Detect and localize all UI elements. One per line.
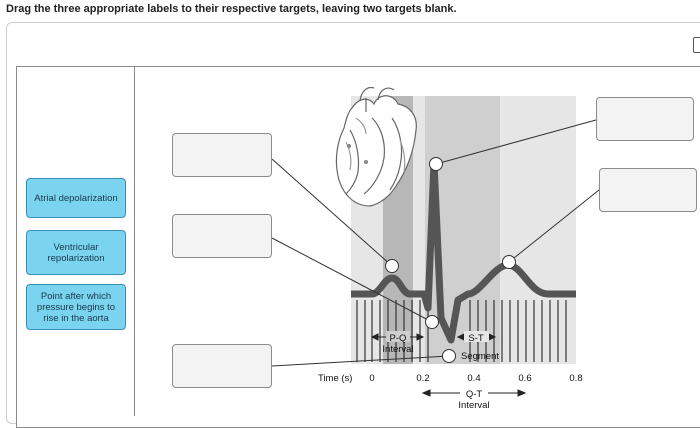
st-label-bg bbox=[464, 331, 489, 342]
tick-label: 0.4 bbox=[467, 373, 480, 384]
st-segment-label: Segment bbox=[461, 351, 499, 362]
leader-lines bbox=[271, 119, 600, 367]
point-q-wave bbox=[425, 315, 439, 329]
drop-target-1[interactable] bbox=[172, 133, 272, 177]
label-bank-divider bbox=[134, 66, 135, 416]
heart-illustration bbox=[335, 86, 417, 207]
drop-target-5[interactable] bbox=[599, 168, 697, 212]
time-axis-label: Time (s) bbox=[318, 373, 352, 384]
label-atrial-depolarization[interactable]: Atrial depolarization bbox=[26, 178, 126, 218]
drop-target-3[interactable] bbox=[172, 344, 272, 388]
label-ventricular-repolarization[interactable]: Ventricular repolarization bbox=[26, 230, 126, 275]
point-r-peak bbox=[429, 157, 443, 171]
tick-label: 0.8 bbox=[569, 373, 582, 384]
ecg-diagram: P-Q Interval S-T Segment Q-T Interval Ti… bbox=[271, 86, 600, 411]
qt-label: Q-T bbox=[466, 389, 483, 400]
tick-label: 0 bbox=[369, 373, 374, 384]
pq-label: P-Q bbox=[390, 333, 407, 344]
st-label: S-T bbox=[468, 333, 484, 344]
point-t-wave bbox=[502, 255, 516, 269]
qt-interval-label: Interval bbox=[458, 400, 489, 411]
instruction-text: Drag the three appropriate labels to the… bbox=[6, 3, 457, 15]
drop-target-4[interactable] bbox=[596, 97, 694, 141]
point-p-wave bbox=[385, 259, 399, 273]
panel-corner-button[interactable] bbox=[693, 37, 700, 53]
heart-conduction-nodes bbox=[347, 144, 368, 164]
pq-label-bg bbox=[386, 331, 410, 342]
tick-label: 0.6 bbox=[518, 373, 531, 384]
point-s-wave bbox=[442, 349, 456, 363]
tick-label: 0.2 bbox=[416, 373, 429, 384]
label-aortic-pressure-point[interactable]: Point after which pressure begins to ris… bbox=[26, 284, 126, 330]
drop-target-2[interactable] bbox=[172, 214, 272, 258]
ecg-waveform bbox=[351, 158, 576, 344]
qt-label-bg bbox=[460, 387, 488, 398]
pq-interval-label: Interval bbox=[382, 344, 413, 355]
